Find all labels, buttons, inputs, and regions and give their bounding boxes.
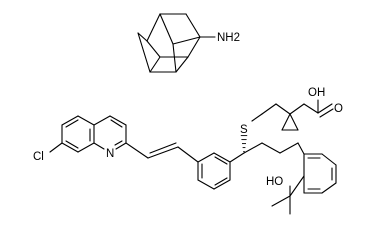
amine-label: NH2 (217, 32, 240, 44)
acid-hydroxyl-label: OH (308, 87, 325, 99)
sulfur-label: S (240, 124, 248, 136)
quinoline-ring (49, 115, 127, 153)
cyclopropyl-acetic-acid (275, 99, 334, 131)
lower-benzene-ring (303, 153, 337, 194)
acid-carbonyl-oxygen-label: O (334, 103, 343, 115)
alcohol-label: HO (266, 176, 283, 188)
adamantane-amine (137, 13, 216, 73)
vinyl-linker (125, 142, 199, 163)
quinoline-nitrogen-label: N (106, 148, 114, 160)
hydroxy-isopropyl-group (271, 175, 305, 215)
stereocenter-chain (229, 103, 305, 163)
central-benzene-ring (197, 152, 231, 190)
chlorine-label: Cl (33, 151, 44, 163)
